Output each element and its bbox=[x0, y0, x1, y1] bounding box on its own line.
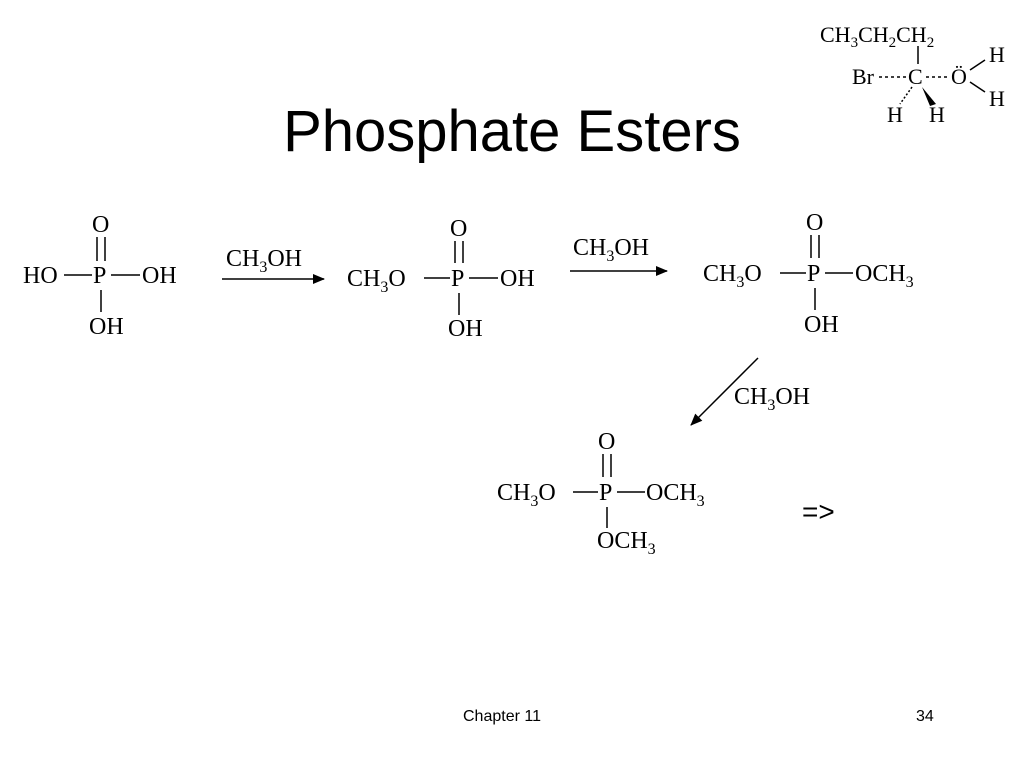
corner-h-top: H bbox=[989, 42, 1005, 67]
phosphoric-acid-p: P bbox=[93, 263, 106, 289]
diester-structure: O CH3O P OCH3 OH bbox=[703, 210, 914, 338]
reagent-label-3: CH3OH bbox=[734, 384, 810, 414]
arrow-line-3 bbox=[690, 357, 759, 426]
footer-chapter: Chapter 11 bbox=[463, 708, 541, 725]
monoester-structure: O CH3O P OH OH bbox=[347, 216, 535, 342]
corner-bond-h-left bbox=[899, 86, 913, 105]
corner-br-label: Br bbox=[852, 64, 875, 89]
diester-right-group: OCH3 bbox=[855, 261, 914, 291]
reaction-arrow-1: CH3OH bbox=[222, 246, 325, 284]
corner-h-left: H bbox=[887, 102, 903, 127]
monoester-right-oh: OH bbox=[500, 266, 535, 292]
phosphoric-acid-structure: O HO P OH OH bbox=[23, 212, 177, 340]
triester-bottom-group: OCH3 bbox=[597, 528, 656, 558]
triester-top-o: O bbox=[598, 429, 615, 455]
next-slide-link[interactable]: => bbox=[802, 496, 835, 527]
corner-h-right: H bbox=[929, 102, 945, 127]
reaction-arrow-3: CH3OH bbox=[690, 357, 810, 426]
corner-wedge-bond bbox=[922, 87, 936, 106]
triester-left-group: CH3O bbox=[497, 480, 556, 510]
diester-p: P bbox=[807, 261, 820, 287]
monoester-p: P bbox=[451, 266, 464, 292]
corner-o-label: Ö bbox=[951, 64, 967, 89]
monoester-bottom-oh: OH bbox=[448, 316, 483, 342]
corner-bond-oh1 bbox=[969, 59, 986, 71]
monoester-left-group: CH3O bbox=[347, 266, 406, 296]
diester-top-o: O bbox=[806, 210, 823, 236]
page-number: 34 bbox=[916, 708, 934, 725]
corner-h-bottom: H bbox=[989, 86, 1005, 111]
corner-chain-label: CH3CH2CH2 bbox=[820, 22, 934, 51]
triester-p: P bbox=[599, 480, 612, 506]
reagent-label-2: CH3OH bbox=[573, 235, 649, 265]
diester-bottom-oh: OH bbox=[804, 312, 839, 338]
corner-molecule: CH3CH2CH2 Br C Ö H H H H bbox=[820, 22, 1005, 127]
triester-right-group: OCH3 bbox=[646, 480, 705, 510]
corner-bond-oh2 bbox=[969, 81, 986, 93]
slide-title: Phosphate Esters bbox=[283, 99, 741, 164]
monoester-top-o: O bbox=[450, 216, 467, 242]
triester-structure: O CH3O P OCH3 OCH3 bbox=[497, 429, 705, 558]
phosphoric-acid-left-ho: HO bbox=[23, 263, 58, 289]
reaction-arrow-2: CH3OH bbox=[570, 235, 668, 276]
reagent-label-1: CH3OH bbox=[226, 246, 302, 276]
phosphoric-acid-bottom-oh: OH bbox=[89, 314, 124, 340]
diester-left-group: CH3O bbox=[703, 261, 762, 291]
phosphoric-acid-right-oh: OH bbox=[142, 263, 177, 289]
corner-c-label: C bbox=[908, 64, 923, 89]
phosphoric-acid-top-o: O bbox=[92, 212, 109, 238]
